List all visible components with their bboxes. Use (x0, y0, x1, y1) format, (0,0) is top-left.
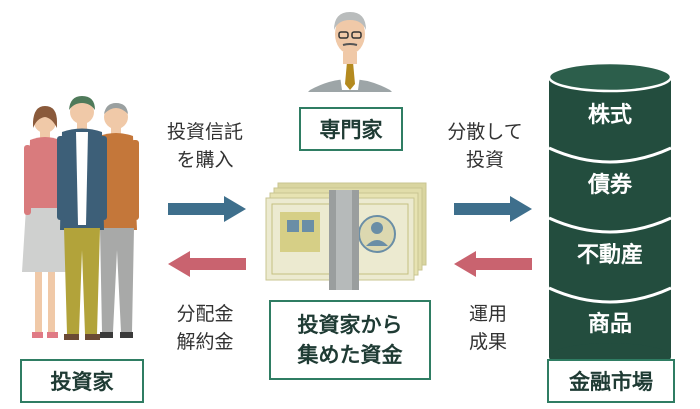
buy-label-line2: を購入 (176, 149, 234, 171)
investors-box: 投資家 (20, 359, 144, 403)
arrow-invest (454, 196, 532, 222)
young-man-figure (57, 96, 107, 340)
dividend-label-line2: 解約金 (176, 331, 234, 353)
flow-arrows (168, 196, 532, 277)
investors-label: 投資家 (50, 370, 114, 394)
buy-label: 投資信託 を購入 (150, 118, 260, 174)
fund-label-line2: 集めた資金 (297, 343, 403, 367)
expert-label: 専門家 (319, 118, 383, 142)
invest-label: 分散して 投資 (430, 118, 540, 174)
dividend-label-line1: 分配金 (176, 303, 234, 325)
expert-box: 専門家 (299, 107, 403, 151)
buy-label-line1: 投資信託 (166, 121, 243, 143)
market-box: 金融市場 (547, 359, 675, 403)
result-label-line2: 成果 (468, 331, 507, 353)
dividend-label: 分配金 解約金 (155, 300, 255, 356)
arrow-result (454, 251, 532, 277)
money-stack-illustration (265, 182, 427, 290)
fund-label-line1: 投資家から (297, 313, 403, 337)
fund-box: 投資家から 集めた資金 (269, 300, 431, 380)
market-layer-bonds: 債券 (587, 173, 632, 198)
arrow-buy (168, 196, 246, 222)
market-layer-stocks: 株式 (587, 103, 632, 128)
result-label-line1: 運用 (468, 303, 507, 325)
invest-label-line2: 投資 (465, 149, 504, 171)
market-layer-commodities: 商品 (587, 312, 632, 337)
investors-illustration (22, 96, 139, 340)
arrow-dividend (168, 251, 246, 277)
result-label: 運用 成果 (448, 300, 528, 356)
market-layer-real-estate: 不動産 (576, 243, 643, 268)
invest-label-line1: 分散して (447, 121, 523, 143)
expert-illustration (308, 12, 392, 92)
market-label: 金融市場 (569, 370, 653, 394)
